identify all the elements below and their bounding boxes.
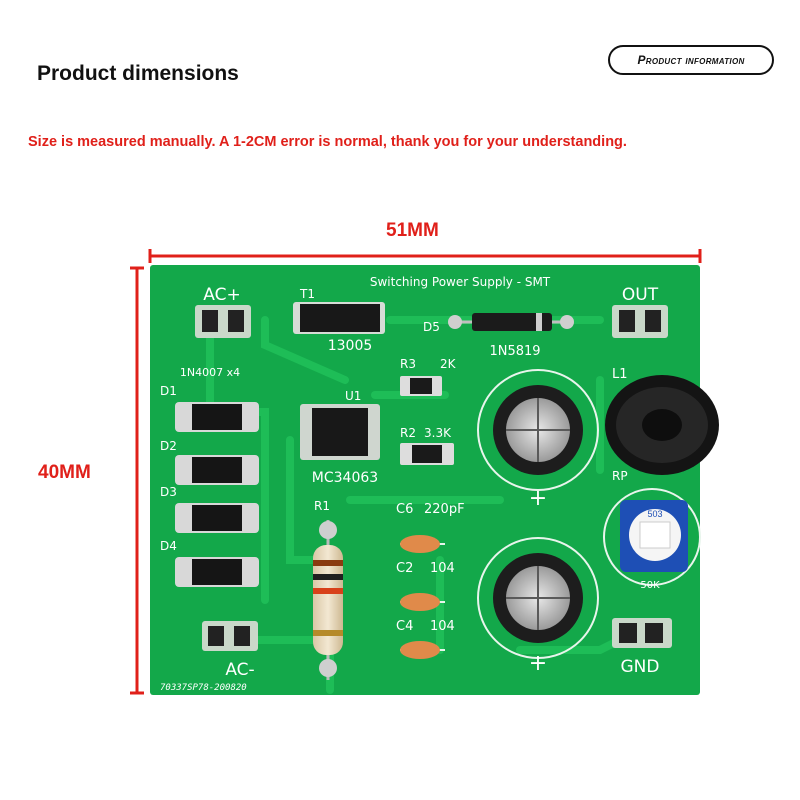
height-dimension-line	[130, 266, 144, 695]
r3-label: R3	[400, 357, 416, 371]
electrolytic-capacitor-top: +	[477, 369, 599, 511]
inductor-l1	[605, 375, 719, 475]
ceramic-capacitor-c2	[400, 593, 445, 611]
potentiometer-rp: 503	[603, 488, 701, 586]
diodes-label: 1N4007 x4	[180, 366, 240, 379]
transistor-t1	[293, 302, 385, 334]
resistor-r1	[313, 520, 343, 680]
l1-label: L1	[612, 367, 628, 382]
ceramic-capacitor-c4	[400, 641, 445, 659]
width-dimension-line	[148, 249, 702, 263]
ac-minus-label: AC-	[225, 660, 254, 680]
diode-d4: D4	[160, 539, 259, 587]
resistor-r3	[400, 376, 442, 396]
svg-text:D1: D1	[160, 384, 177, 398]
resistor-r2	[400, 443, 454, 465]
diode-d5	[448, 313, 574, 331]
d5-label: D5	[423, 320, 440, 334]
gnd-label: GND	[621, 657, 660, 677]
diode-d1: D1	[160, 384, 259, 432]
svg-text:D4: D4	[160, 539, 177, 553]
ac-plus-pin-header	[195, 305, 251, 338]
c4-value: 104	[430, 619, 455, 634]
c6-value: 220pF	[424, 502, 465, 517]
r3-value: 2K	[440, 357, 457, 371]
out-pin-header	[612, 305, 668, 338]
board-serial: 70337SP78-200820	[160, 683, 247, 693]
t1-part-label: 13005	[328, 338, 373, 354]
ac-minus-pin-header	[202, 621, 258, 651]
product-information-badge: Product information	[608, 45, 774, 75]
rp-value: 50K	[640, 580, 660, 591]
r1-label: R1	[314, 499, 330, 513]
svg-text:+: +	[529, 486, 547, 511]
measurement-note: Size is measured manually. A 1-2CM error…	[28, 134, 627, 150]
ic-u1	[300, 404, 380, 460]
r2-label: R2	[400, 426, 416, 440]
svg-text:D2: D2	[160, 439, 177, 453]
d5-part-label: 1N5819	[489, 344, 540, 359]
c2-label: C2	[396, 561, 413, 576]
svg-text:+: +	[529, 651, 547, 676]
t1-label: T1	[299, 287, 315, 301]
c6-label: C6	[396, 502, 413, 517]
gnd-pin-header	[612, 618, 672, 648]
out-label: OUT	[622, 285, 659, 305]
u1-part-label: MC34063	[312, 470, 378, 486]
u1-label: U1	[345, 389, 361, 403]
width-dimension-label: 51MM	[386, 220, 439, 241]
c4-label: C4	[396, 619, 413, 634]
diode-d3: D3	[160, 485, 259, 533]
ceramic-capacitor-c6	[400, 535, 445, 553]
board-header-text: Switching Power Supply - SMT	[370, 275, 551, 289]
height-dimension-label: 40MM	[38, 462, 91, 483]
svg-text:503: 503	[647, 509, 662, 519]
page-title: Product dimensions	[37, 62, 239, 85]
rp-label: RP	[612, 469, 628, 483]
electrolytic-capacitor-bottom: +	[477, 537, 599, 676]
r2-value: 3.3K	[424, 426, 452, 440]
ac-plus-label: AC+	[203, 285, 240, 305]
svg-text:D3: D3	[160, 485, 177, 499]
c2-value: 104	[430, 561, 455, 576]
diode-d2: D2	[160, 439, 259, 485]
